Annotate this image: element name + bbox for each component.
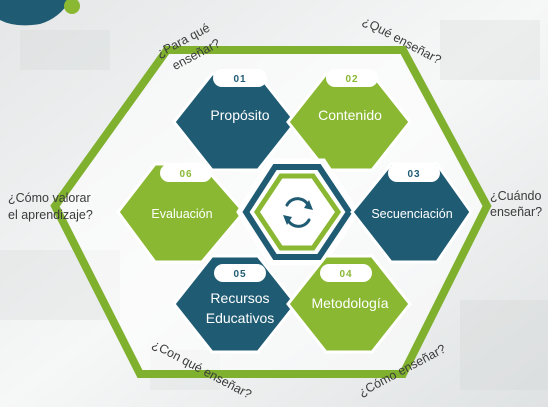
question-como-valorar-line1: ¿Cómo valorar [8, 191, 91, 205]
label-recursos-line1: Recursos [210, 290, 269, 306]
label-contenido: Contenido [318, 107, 382, 123]
hexagon-recursos[interactable]: 05 Recursos Educativos [172, 254, 298, 354]
badge-01-text: 01 [233, 74, 246, 85]
question-cuando-line1: ¿Cuándo [490, 189, 541, 203]
badge-06 [160, 164, 212, 182]
badge-03-text: 03 [407, 169, 420, 180]
label-proposito: Propósito [210, 107, 269, 123]
badge-04-text: 04 [339, 269, 352, 280]
label-evaluacion: Evaluación [151, 207, 212, 221]
label-metodologia: Metodología [311, 295, 388, 311]
badge-04 [320, 264, 372, 282]
hexagon-proposito[interactable]: 01 Propósito [172, 69, 298, 172]
hexagon-contenido[interactable]: 02 Contenido [286, 69, 412, 172]
label-secuenciacion: Secuenciación [371, 207, 452, 221]
corner-decoration [0, 0, 70, 26]
hexagon-metodologia[interactable]: 04 Metodología [286, 254, 412, 354]
label-recursos-line2: Educativos [206, 310, 274, 326]
badge-03 [388, 164, 440, 182]
corner-dot [64, 0, 80, 14]
badge-06-text: 06 [179, 169, 192, 180]
badge-02 [326, 69, 378, 87]
badge-05-text: 05 [233, 269, 246, 280]
hexagon-secuenciacion[interactable]: 03 Secuenciación [350, 162, 473, 264]
question-cuando-line2: enseñar? [490, 205, 542, 219]
badge-02-text: 02 [345, 74, 358, 85]
question-como-valorar-line2: el aprendizaje? [8, 208, 93, 222]
hexagon-evaluacion[interactable]: 06 Evaluación [116, 162, 246, 264]
badge-05 [214, 264, 266, 282]
badge-01 [213, 69, 267, 87]
refresh-cycle-icon [283, 197, 313, 228]
